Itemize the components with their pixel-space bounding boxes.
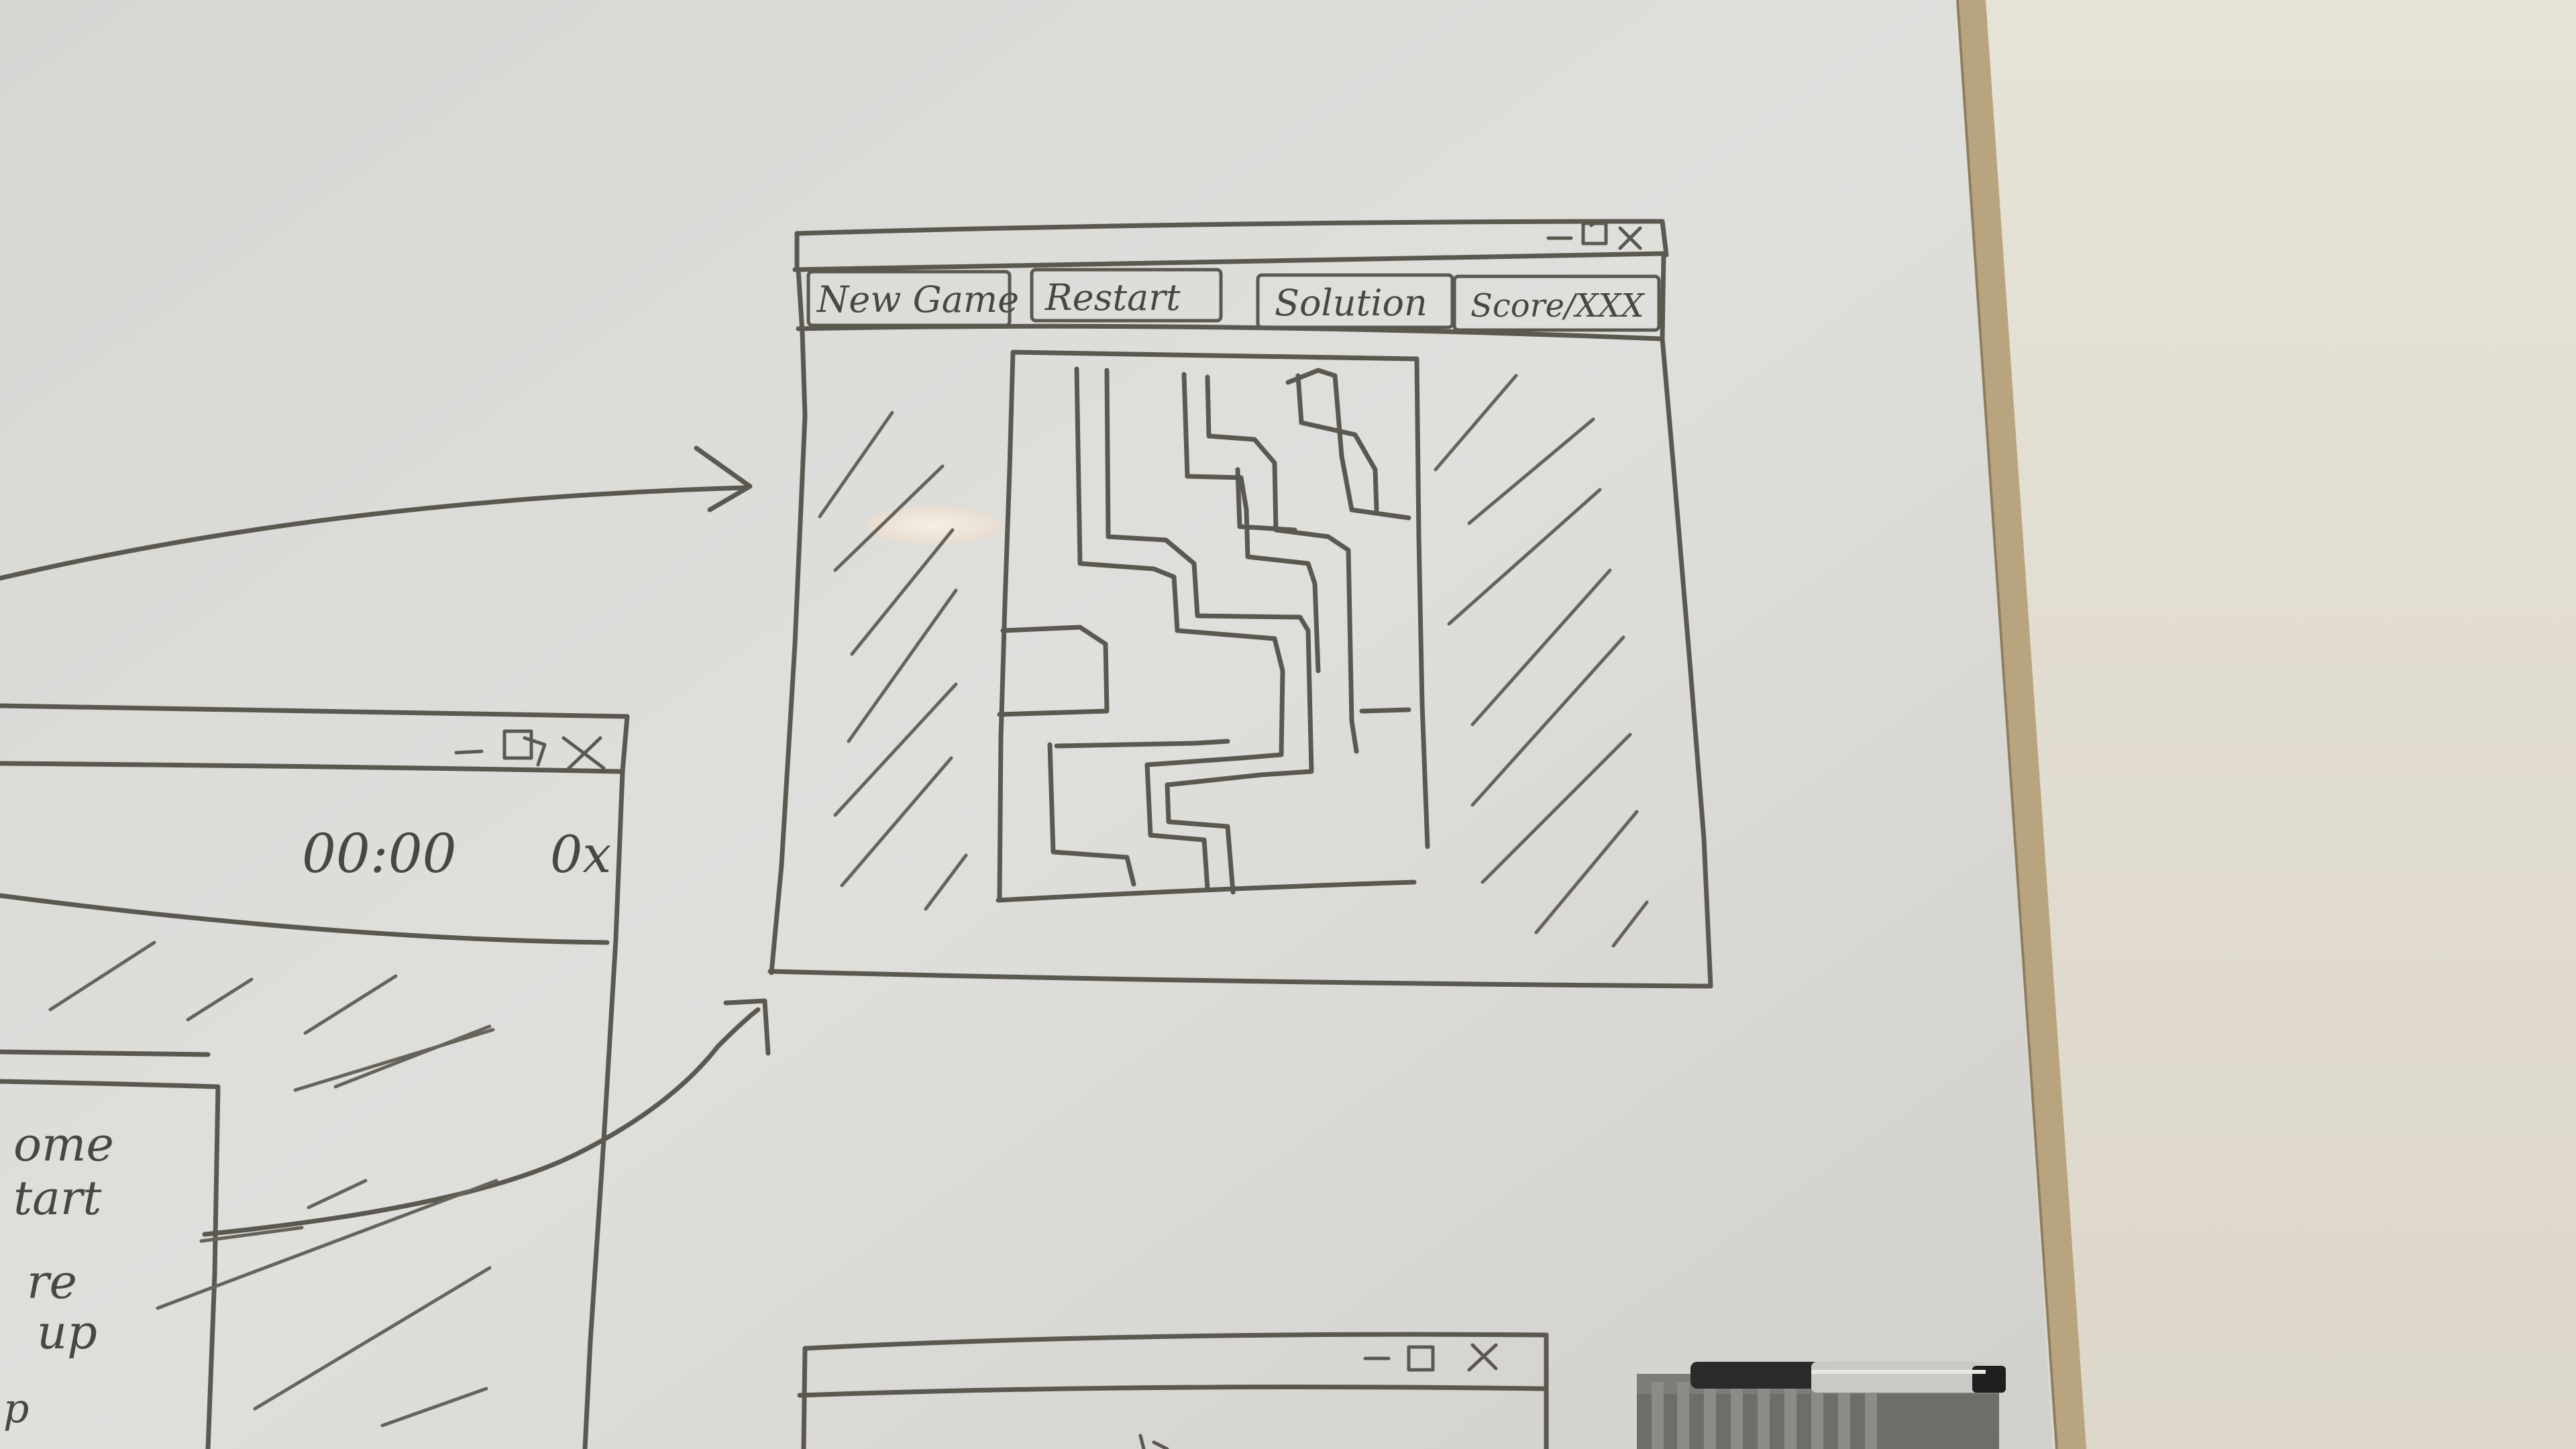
whiteboard-frame <box>1959 0 2086 1449</box>
timer-label: 00:00 <box>302 822 457 885</box>
whiteboard-marker[interactable] <box>1690 1362 2006 1393</box>
solution-button[interactable]: Solution <box>1256 273 1454 329</box>
new-game-button[interactable]: New Game <box>806 270 1019 327</box>
restart-button[interactable]: Restart <box>1030 268 1223 323</box>
menu-fragment-1: ome <box>13 1117 114 1172</box>
menu-fragment-5: p <box>3 1385 29 1432</box>
main-window-sketch: New Game Restart Solution Score/XXX <box>767 219 1713 989</box>
menu-fragment-2: tart <box>13 1171 102 1226</box>
counter-label: 0x <box>550 824 611 884</box>
arrow-to-main-window <box>0 445 753 581</box>
restart-label: Restart <box>1044 276 1181 319</box>
menu-fragment-3: re <box>27 1254 77 1309</box>
hatching-right <box>1434 374 1649 948</box>
arrow-from-left-window <box>202 998 771 1237</box>
menu-fragment-4: up <box>37 1305 97 1360</box>
wall <box>1986 0 2576 1449</box>
new-game-label: New Game <box>816 278 1019 321</box>
solution-label: Solution <box>1275 282 1428 324</box>
maze <box>996 350 1430 903</box>
score-label: Score/XXX <box>1470 287 1646 325</box>
hatching-left <box>818 411 968 911</box>
bottom-window-controls[interactable] <box>1363 1343 1498 1372</box>
left-window-controls[interactable] <box>454 729 606 772</box>
whiteboard-surface <box>0 0 2053 1449</box>
left-menu: ome tart re up p <box>3 1117 114 1432</box>
main-window-controls[interactable] <box>1546 219 1642 250</box>
light-glare <box>867 506 1001 544</box>
score-display: Score/XXX <box>1452 274 1661 332</box>
left-window-sketch: 00:00 0x ome tart re up p <box>0 703 630 1449</box>
bottom-window-sketch <box>797 1332 1549 1449</box>
left-window-hatching <box>48 941 498 1428</box>
